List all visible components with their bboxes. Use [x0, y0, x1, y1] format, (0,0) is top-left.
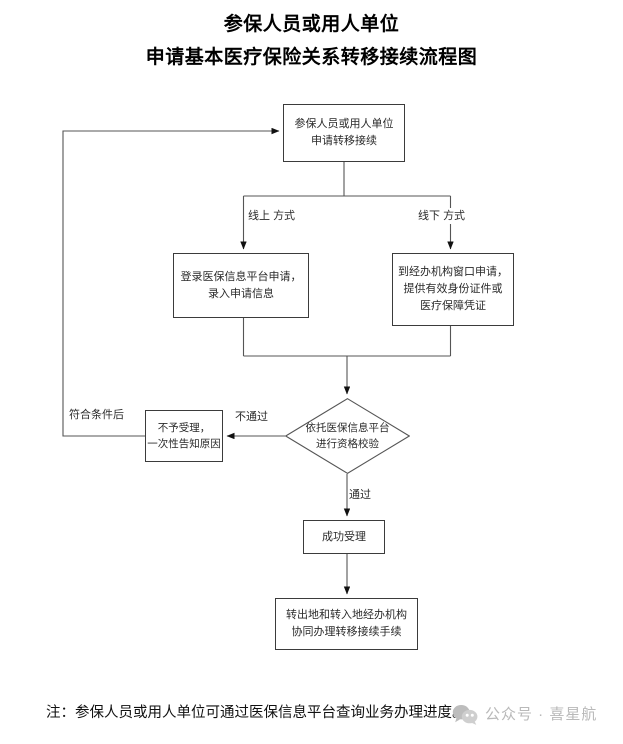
- node-start-line-1: 参保人员或用人单位: [294, 118, 394, 130]
- edge-label-online-line-1: 线上: [248, 210, 270, 222]
- node-eligibility-check-label: 依托医保信息平台 进行资格校验: [285, 398, 410, 474]
- edge-label-requalify: 符合条件后: [68, 407, 125, 423]
- edge-label-offline-line-1: 线下: [418, 210, 440, 222]
- edge-label-pass: 通过: [348, 487, 372, 503]
- node-rejected: 不予受理， 一次性告知原因: [145, 410, 223, 462]
- flowchart: 参保人员或用人单位 申请转移接续 登录医保信息平台申请， 录入申请信息 到经办机…: [62, 104, 514, 650]
- node-final-line-2: 协同办理转移接续手续: [291, 626, 402, 638]
- node-eligibility-check: 依托医保信息平台 进行资格校验: [285, 398, 410, 474]
- watermark-text: 公众号 · 喜星航: [485, 705, 598, 723]
- node-success-line-1: 成功受理: [322, 530, 366, 543]
- edge-reject-to-start: [62, 127, 280, 437]
- footer-note: 注：参保人员或用人单位可通过医保信息平台查询业务办理进度。: [46, 705, 467, 721]
- node-accepted: 成功受理: [303, 520, 385, 554]
- node-offline-line-2: 提供有效身份证件或: [403, 283, 503, 295]
- node-offline-application: 到经办机构窗口申请， 提供有效身份证件或 医疗保障凭证: [392, 253, 514, 326]
- node-start-apply: 参保人员或用人单位 申请转移接续: [283, 104, 405, 162]
- node-final-line-1: 转出地和转入地经办机构: [286, 609, 407, 621]
- watermark: 公众号 · 喜星航: [452, 704, 597, 725]
- node-offline-line-3: 医疗保障凭证: [420, 300, 486, 312]
- node-check-line-1: 依托医保信息平台: [305, 422, 390, 434]
- node-check-line-2: 进行资格校验: [316, 438, 379, 450]
- node-reject-line-2: 一次性告知原因: [147, 438, 221, 450]
- flowchart-connectors: [62, 127, 454, 595]
- node-start-line-2: 申请转移接续: [311, 135, 377, 147]
- node-online-line-2: 录入申请信息: [208, 287, 274, 300]
- node-reject-line-1: 不予受理，: [157, 422, 211, 434]
- node-online-application: 登录医保信息平台申请， 录入申请信息: [173, 253, 309, 318]
- diamond-shape: [285, 398, 410, 474]
- node-offline-line-1: 到经办机构窗口申请，: [398, 266, 508, 278]
- node-online-line-1: 登录医保信息平台申请，: [180, 270, 302, 283]
- edge-label-offline-branch: 线下 方式: [417, 208, 467, 224]
- wechat-icon: [452, 705, 478, 725]
- edge-label-fail: 不通过: [234, 409, 269, 425]
- edge-label-offline-line-2: 方式: [443, 210, 466, 222]
- node-transfer-processing: 转出地和转入地经办机构 协同办理转移接续手续: [275, 598, 418, 650]
- title-line-1: 参保人员或用人单位: [223, 14, 400, 35]
- edge-label-online-branch: 线上 方式: [247, 208, 297, 224]
- edge-label-online-line-2: 方式: [273, 210, 296, 222]
- title-line-2: 申请基本医疗保险关系转移接续流程图: [145, 47, 478, 68]
- page-title: 参保人员或用人单位 申请基本医疗保险关系转移接续流程图: [0, 8, 623, 74]
